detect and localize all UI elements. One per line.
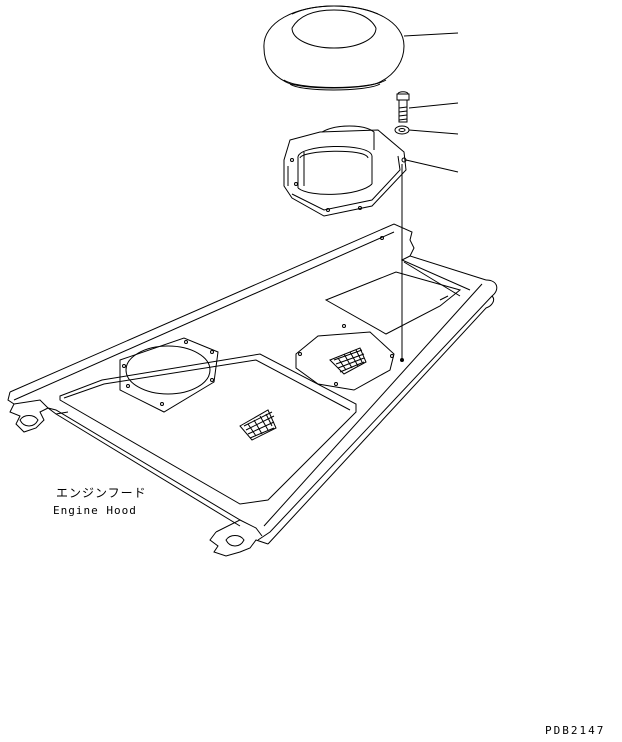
bolt-leader [409, 103, 458, 108]
rain-cap-leader [404, 33, 458, 36]
washer-part [395, 126, 409, 134]
washer-leader [409, 130, 458, 134]
precleaner-duct-part [284, 126, 406, 216]
assembly-name-japanese: エンジンフード [56, 486, 147, 500]
drawing-number: PDB2147 [545, 724, 606, 737]
rain-cap-part [264, 6, 404, 90]
engine-hood-part [8, 224, 497, 556]
mesh-screen-center [240, 410, 276, 440]
assembly-name-english: Engine Hood [53, 504, 137, 517]
mounting-point [401, 359, 404, 362]
mesh-screen-duct [330, 348, 366, 374]
precleaner-duct-leader [406, 160, 458, 172]
bolt-part [397, 92, 409, 122]
